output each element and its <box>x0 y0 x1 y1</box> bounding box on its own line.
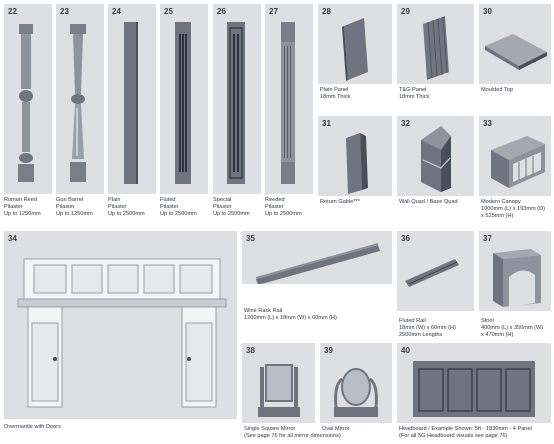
product-tile-23: 23 <box>56 4 104 194</box>
product-tile-32: 32 <box>397 116 474 196</box>
item-number: 30 <box>483 7 492 16</box>
product-tile-29: 29 <box>397 4 474 84</box>
item-number: 37 <box>483 234 492 243</box>
roman-reed-pilaster-image <box>18 24 34 182</box>
product-tile-33: 33 <box>479 116 551 196</box>
item-number: 38 <box>246 346 255 355</box>
item-number: 25 <box>164 7 173 16</box>
special-pilaster-image <box>227 22 245 184</box>
caption-34: Overmantle with Doors <box>4 424 61 430</box>
tg-panel-image <box>423 16 449 80</box>
item-number: 24 <box>112 7 121 16</box>
product-tile-37: 37 <box>479 231 551 311</box>
product-tile-36: 36 <box>397 231 474 311</box>
item-number: 35 <box>246 234 255 243</box>
product-tile-26: 26 <box>213 4 261 194</box>
item-number: 36 <box>401 234 410 243</box>
product-tile-24: 24 <box>108 4 156 194</box>
product-tile-39: 39 <box>320 343 392 423</box>
caption-30: Moulded Top <box>481 87 513 93</box>
product-tile-40: 40 <box>397 343 551 423</box>
item-number: 22 <box>8 7 17 16</box>
fluted-rail-image <box>405 259 459 287</box>
stool-image <box>493 249 541 307</box>
item-number: 39 <box>324 346 333 355</box>
wall-base-quad-image <box>421 126 451 192</box>
plain-pilaster-image <box>124 22 138 184</box>
product-tile-25: 25 <box>160 4 208 194</box>
modern-canopy-image <box>491 136 545 188</box>
plain-panel-image <box>342 18 368 81</box>
oval-mirror-image <box>334 368 378 417</box>
wine-rack-rail-image <box>256 243 380 284</box>
product-tile-35: 35 <box>242 231 392 284</box>
product-tile-27: 27 <box>265 4 313 194</box>
product-tile-22: 22 <box>4 4 52 194</box>
caption-40: Headboard / Example Shown: 5ft - 1830mm … <box>399 426 532 439</box>
caption-38: Single Square Mirror(See page 76 for all… <box>244 426 341 439</box>
caption-39: Oval Mirror <box>322 426 350 432</box>
item-number: 29 <box>401 7 410 16</box>
item-number: 26 <box>217 7 226 16</box>
item-number: 31 <box>322 119 331 128</box>
item-number: 32 <box>401 119 410 128</box>
gun-barrel-pilaster-image <box>70 24 86 182</box>
reeded-pilaster-image <box>281 22 295 184</box>
item-number: 33 <box>483 119 492 128</box>
caption-32: Wall Quad / Base Quad <box>399 199 458 205</box>
caption-31: Return Gable*** <box>320 199 360 205</box>
return-gable-image <box>346 133 368 194</box>
single-square-mirror-image <box>258 364 300 417</box>
item-number: 40 <box>401 346 410 355</box>
item-number: 27 <box>269 7 278 16</box>
overmantle-with-doors-image <box>17 258 227 408</box>
item-number: 23 <box>60 7 69 16</box>
product-tile-38: 38 <box>242 343 315 423</box>
headboard-image <box>413 361 535 417</box>
product-tile-30: 30 <box>479 4 551 84</box>
moulded-top-image <box>485 34 547 70</box>
product-tile-31: 31 <box>318 116 392 196</box>
product-tile-28: 28 <box>318 4 392 84</box>
item-number: 34 <box>8 234 17 243</box>
item-number: 28 <box>322 7 331 16</box>
fluted-pilaster-image <box>175 22 191 184</box>
product-tile-34: 34 <box>4 231 237 419</box>
